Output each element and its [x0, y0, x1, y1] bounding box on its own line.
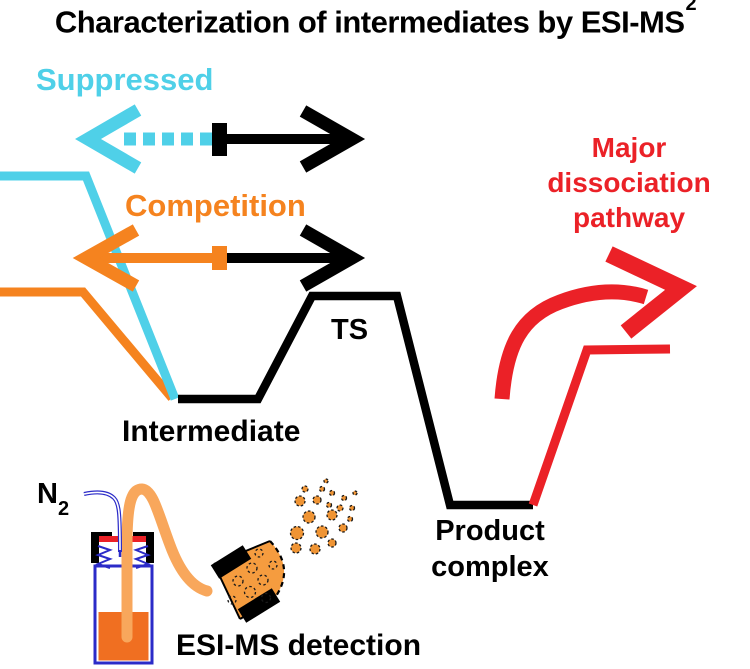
product-complex-label: Product complex	[380, 513, 600, 585]
competition-left-arrowhead-icon	[72, 224, 140, 292]
n2-label: N2	[37, 478, 69, 520]
n2-base: N	[37, 478, 58, 510]
suppressed-arrow-pair	[75, 104, 366, 174]
orange-arrow-tail-cap	[212, 246, 227, 270]
droplet	[254, 548, 264, 558]
black-energy-profile	[178, 291, 533, 510]
major-pathway-arrowhead	[605, 246, 697, 339]
competition-right-arrowhead-icon	[299, 224, 366, 292]
vial-thread-left	[95, 545, 113, 569]
droplet	[309, 543, 321, 555]
title-superscript: 2	[685, 0, 697, 15]
spray-cone-mouth-dashed	[269, 540, 286, 600]
title-main: Characterization of intermediates by ESI…	[54, 4, 685, 40]
orange-reactant-level-line	[0, 287, 176, 401]
major-pathway-line1: Major	[591, 132, 667, 163]
droplet	[340, 494, 348, 502]
product-complex-line2: complex	[431, 551, 549, 583]
intermediate-label: Intermediate	[122, 415, 301, 448]
esi-detection-caption: ESI-MS detection	[176, 629, 422, 662]
n2-capillary	[83, 490, 122, 553]
major-pathway-line3: pathway	[572, 202, 686, 233]
droplet	[246, 562, 258, 574]
droplet	[328, 489, 336, 497]
black-arrow-tail-cap	[212, 123, 227, 156]
cyan-reactant-level-line	[0, 171, 180, 401]
droplet	[290, 542, 302, 554]
droplet	[327, 538, 337, 548]
major-pathway-line2: dissociation	[547, 167, 711, 198]
droplet	[260, 592, 272, 604]
droplet	[338, 523, 348, 533]
droplet	[302, 510, 316, 524]
droplet	[348, 504, 356, 512]
red-dissociation-level-line	[528, 344, 671, 507]
spray-droplet-plume	[289, 478, 358, 555]
competition-label: Competition	[125, 188, 306, 223]
competition-arrow-pair	[72, 224, 366, 292]
droplet	[232, 575, 244, 587]
droplet	[336, 504, 344, 512]
droplet	[325, 501, 333, 509]
product-complex-line1: Product	[435, 515, 545, 547]
droplet	[294, 495, 306, 507]
suppressed-label: Suppressed	[36, 62, 214, 97]
droplet	[268, 560, 278, 570]
major-pathway-arrow-icon	[494, 246, 697, 400]
droplet	[301, 485, 309, 493]
droplet	[352, 490, 358, 496]
suppressed-left-arrowhead-icon	[75, 104, 142, 174]
droplet	[326, 509, 338, 521]
esi-apparatus-icon	[83, 478, 358, 665]
spray-cone-band-upper	[210, 545, 252, 579]
n2-capillary-highlight	[83, 491, 121, 551]
forward-right-arrowhead-icon	[299, 105, 366, 173]
major-pathway-curve	[494, 284, 649, 400]
droplet	[315, 525, 329, 539]
droplet	[257, 574, 269, 586]
cone-inner-droplets	[227, 548, 278, 605]
droplet	[318, 485, 326, 493]
page-title: Characterization of intermediates by ESI…	[0, 0, 750, 40]
n2-subscript: 2	[57, 497, 70, 520]
major-pathway-label: Major dissociation pathway	[509, 130, 749, 235]
vial-thread-right	[133, 545, 151, 569]
droplet	[346, 515, 354, 523]
spray-cone-icon	[210, 540, 286, 623]
droplet	[323, 478, 329, 484]
ts-label: TS	[331, 314, 369, 346]
transfer-tube	[121, 483, 213, 643]
droplet	[227, 595, 237, 605]
droplet	[243, 585, 257, 599]
droplet	[312, 495, 322, 505]
droplet	[289, 525, 305, 541]
